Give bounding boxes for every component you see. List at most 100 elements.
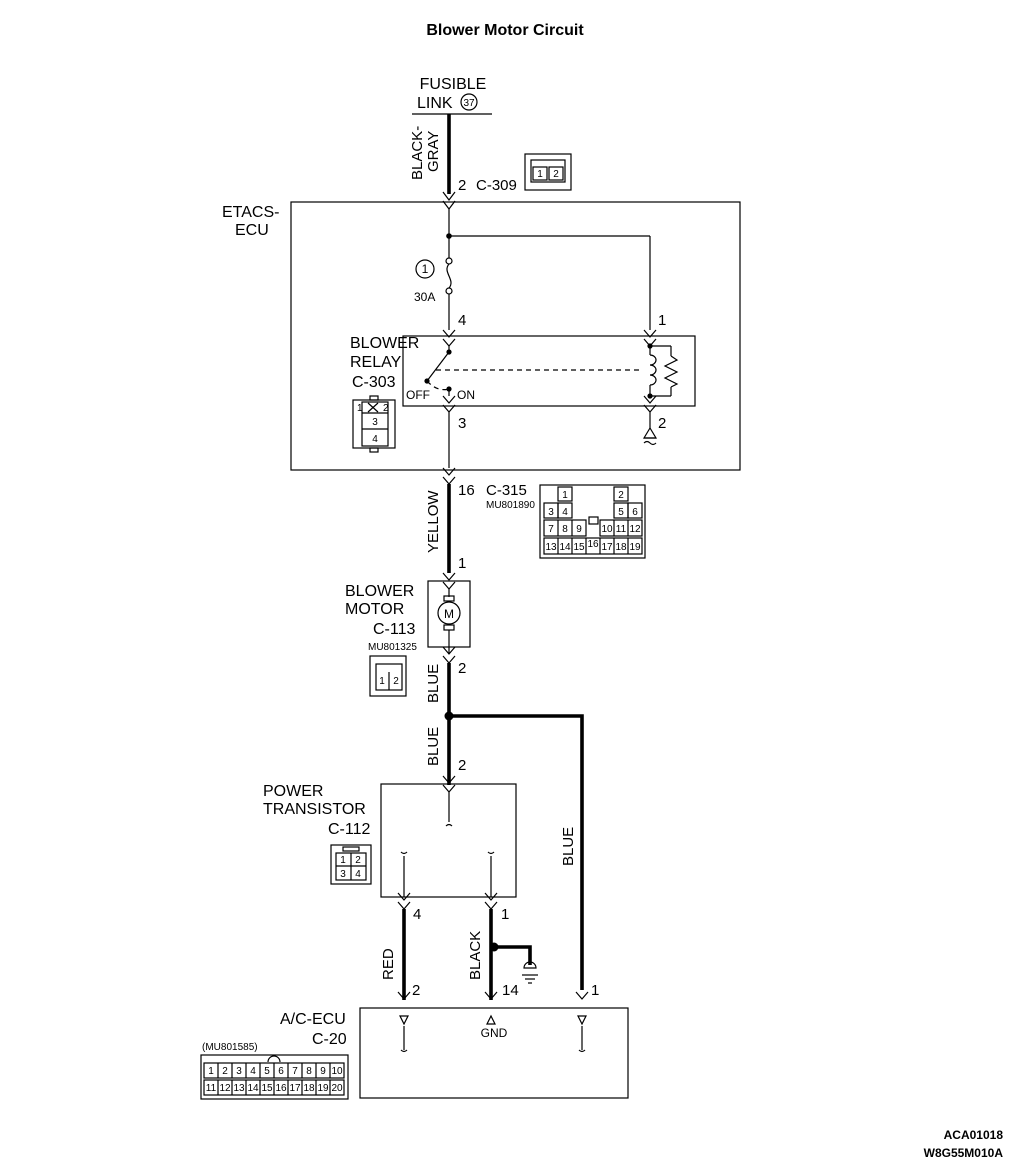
fusible-link-label-1: FUSIBLE xyxy=(420,76,487,93)
svg-text:3: 3 xyxy=(372,417,378,428)
svg-text:10: 10 xyxy=(601,524,613,535)
c20-cell: 3 xyxy=(236,1066,242,1077)
footer-code-2: W8G55M010A xyxy=(924,1146,1004,1160)
c20-cell: 16 xyxy=(275,1083,287,1094)
fuse-number-circle xyxy=(415,259,435,279)
svg-text:1: 1 xyxy=(357,403,363,414)
etacs-ecu-label-1: ETACS- xyxy=(222,204,279,221)
c20-cell: 6 xyxy=(278,1066,284,1077)
motor-symbol xyxy=(437,601,461,625)
svg-text:16: 16 xyxy=(587,539,599,550)
svg-text:1: 1 xyxy=(340,855,346,866)
diagram-title: Blower Motor Circuit xyxy=(426,22,584,39)
fusible-link: FUSIBLE LINK 37 xyxy=(412,76,492,115)
c303-label: C-303 xyxy=(352,374,396,391)
svg-text:18: 18 xyxy=(615,542,627,553)
c112-label: C-112 xyxy=(328,821,370,838)
c20-cell: 14 xyxy=(247,1083,259,1094)
c315-pin: 16 xyxy=(458,482,475,499)
wire-label-red: RED xyxy=(380,948,397,980)
c112-pin-right: 1 xyxy=(501,906,509,923)
etacs-ecu-box xyxy=(290,201,741,471)
ac-ecu-gnd: GND xyxy=(481,1026,508,1040)
relay-on-label: ON xyxy=(457,388,475,402)
c20-part: (MU801585) xyxy=(202,1042,258,1053)
svg-text:3: 3 xyxy=(548,507,554,518)
wire-blue-right xyxy=(449,714,584,990)
svg-text:8: 8 xyxy=(562,524,568,535)
etacs-pin-4: 4 xyxy=(458,312,466,329)
c20-cell: 2 xyxy=(222,1066,228,1077)
connector-chevron xyxy=(442,191,456,201)
etacs-pin-2: 2 xyxy=(658,415,666,432)
connector-c113-face: 1 2 xyxy=(369,655,407,697)
connector-c112-face: 1 2 3 4 xyxy=(330,844,372,885)
ground-symbol-relay xyxy=(642,412,658,446)
c113-part: MU801325 xyxy=(368,642,417,653)
svg-text:17: 17 xyxy=(601,542,613,553)
svg-text:5: 5 xyxy=(618,507,624,518)
etacs-pin-3: 3 xyxy=(458,415,466,432)
c112-pin-left: 4 xyxy=(413,906,421,923)
svg-text:4: 4 xyxy=(355,869,361,880)
ac-ecu: A/C-ECU C-20 GND xyxy=(280,1007,629,1099)
c20-cell: 11 xyxy=(206,1083,217,1094)
wire-label-blue-motor: BLUE xyxy=(425,664,442,703)
c112-pin-in: 2 xyxy=(458,757,466,774)
c20-label: C-20 xyxy=(312,1031,347,1048)
power-transistor: 2 4 1 POWER TRANSISTOR C-112 xyxy=(263,757,517,923)
wire-label-black-gray: BLACK- GRAY xyxy=(409,126,442,180)
c20-cell: 17 xyxy=(289,1083,301,1094)
fusible-link-label-2: LINK xyxy=(417,95,453,112)
etacs-ecu-label-2: ECU xyxy=(235,222,269,239)
blower-motor-label-2: MOTOR xyxy=(345,601,404,618)
svg-text:4: 4 xyxy=(372,434,378,445)
c315-part: MU801890 xyxy=(486,500,535,511)
c20-cell: 10 xyxy=(331,1066,343,1077)
fusible-link-number-circle xyxy=(460,93,478,111)
svg-text:13: 13 xyxy=(545,542,557,553)
fuse-rating: 30A xyxy=(414,290,435,304)
c20-cell: 18 xyxy=(303,1083,315,1094)
c309-inner xyxy=(530,159,566,183)
c20-cell: 5 xyxy=(264,1066,270,1077)
connector-c309: 2 C-309 1 2 xyxy=(442,153,572,210)
wire-black-ground xyxy=(494,945,532,965)
c20-cell: 7 xyxy=(292,1066,298,1077)
svg-text:11: 11 xyxy=(616,524,627,535)
c20-cell: 9 xyxy=(320,1066,326,1077)
wire-label-blue-right: BLUE xyxy=(560,827,577,866)
fuse-number: 1 xyxy=(422,262,429,276)
power-transistor-box xyxy=(380,783,517,898)
c113-label: C-113 xyxy=(373,621,415,638)
relay-resistor xyxy=(663,355,679,388)
etacs-ecu: ETACS- ECU 1 30A 4 1 3 2 xyxy=(222,201,741,471)
svg-text:15: 15 xyxy=(573,542,585,553)
footer-code-1: ACA01018 xyxy=(944,1128,1004,1142)
c113-pin-top: 1 xyxy=(458,555,466,572)
c309-cell: 1 xyxy=(537,169,543,180)
c113-pin-bottom: 2 xyxy=(458,660,466,677)
fuse-30a: 1 30A xyxy=(414,257,453,304)
ac-ecu-label: A/C-ECU xyxy=(280,1011,346,1028)
fusible-link-number: 37 xyxy=(463,98,475,109)
c309-cell: 2 xyxy=(553,169,559,180)
c20-cell: 4 xyxy=(250,1066,256,1077)
power-transistor-label-1: POWER xyxy=(263,783,323,800)
svg-text:4: 4 xyxy=(562,507,568,518)
wire-label-yellow: YELLOW xyxy=(425,490,442,553)
svg-text:9: 9 xyxy=(576,524,582,535)
relay-off-label: OFF xyxy=(406,388,430,402)
connector-c303-face: 1 2 3 4 xyxy=(352,395,396,453)
c309-face xyxy=(524,153,572,191)
etacs-pin-1: 1 xyxy=(658,312,666,329)
relay-switch-arm xyxy=(426,351,450,382)
svg-text:1: 1 xyxy=(379,676,385,687)
power-transistor-label-2: TRANSISTOR xyxy=(263,801,366,818)
wire-label-blue-transistor: BLUE xyxy=(425,727,442,766)
c20-pin: 14 xyxy=(502,982,519,999)
c309-label: C-309 xyxy=(476,177,517,194)
c20-cell: 13 xyxy=(233,1083,245,1094)
